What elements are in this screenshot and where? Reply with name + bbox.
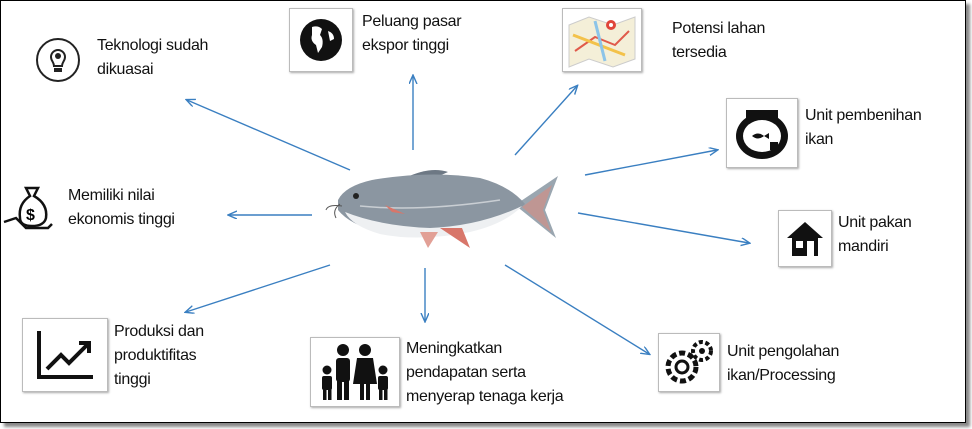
fish-bowl-icon <box>726 98 798 168</box>
label-line: ikan/Processing <box>727 367 836 384</box>
label-pendapatan: Meningkatkan pendapatan serta menyerap t… <box>406 337 564 409</box>
arrow-teknologi <box>187 100 351 171</box>
growth-chart-icon <box>22 318 108 392</box>
label-line: dikuasai <box>97 61 154 78</box>
svg-text:$: $ <box>26 207 35 224</box>
label-line: mandiri <box>838 238 889 255</box>
gears-icon <box>658 333 720 392</box>
label-pengolahan: Unit pengolahan ikan/Processing <box>727 340 839 388</box>
label-line: produktifitas <box>114 347 197 364</box>
globe-icon <box>289 8 353 72</box>
arrow-pembenihan <box>584 150 717 176</box>
label-line: menyerap tenaga kerja <box>406 388 564 405</box>
label-line: tinggi <box>114 371 151 388</box>
label-line: ekonomis tinggi <box>68 211 175 228</box>
label-potensi: Potensi lahan tersedia <box>672 17 765 65</box>
label-teknologi: Teknologi sudah dikuasai <box>97 34 208 82</box>
label-line: Potensi lahan <box>672 20 766 37</box>
label-line: Unit pembenihan <box>805 107 922 124</box>
label-line: pendapatan serta <box>406 364 526 381</box>
arrow-potensi <box>514 86 577 156</box>
map-pin-icon <box>562 8 642 72</box>
label-line: Peluang pasar <box>362 13 462 30</box>
arrow-pengolahan <box>504 264 649 354</box>
label-pembenihan: Unit pembenihan ikan <box>805 104 922 152</box>
label-line: Memiliki nilai <box>68 187 155 204</box>
arrow-produksi <box>186 264 331 312</box>
label-line: Unit pakan <box>838 214 912 231</box>
label-line: Meningkatkan <box>406 340 503 357</box>
house-icon <box>778 210 832 267</box>
arrow-pakan <box>577 212 749 243</box>
label-line: Unit pengolahan <box>727 343 840 360</box>
label-line: ikan <box>805 131 834 148</box>
label-line: ekspor tinggi <box>362 37 449 54</box>
fish-illustration <box>325 170 558 248</box>
label-peluang: Peluang pasar ekspor tinggi <box>362 10 462 58</box>
label-line: tersedia <box>672 44 727 61</box>
label-pakan: Unit pakan mandiri <box>838 211 912 259</box>
lightbulb-gear-icon <box>30 32 85 87</box>
label-produksi: Produksi dan produktifitas tinggi <box>114 320 204 392</box>
label-line: Produksi dan <box>114 323 204 340</box>
diagram-frame <box>0 0 966 423</box>
label-ekonomis: Memiliki nilai ekonomis tinggi <box>68 184 175 232</box>
family-icon <box>310 337 400 407</box>
money-bag-hand-icon: $ <box>2 184 58 236</box>
label-line: Teknologi sudah <box>97 37 209 54</box>
